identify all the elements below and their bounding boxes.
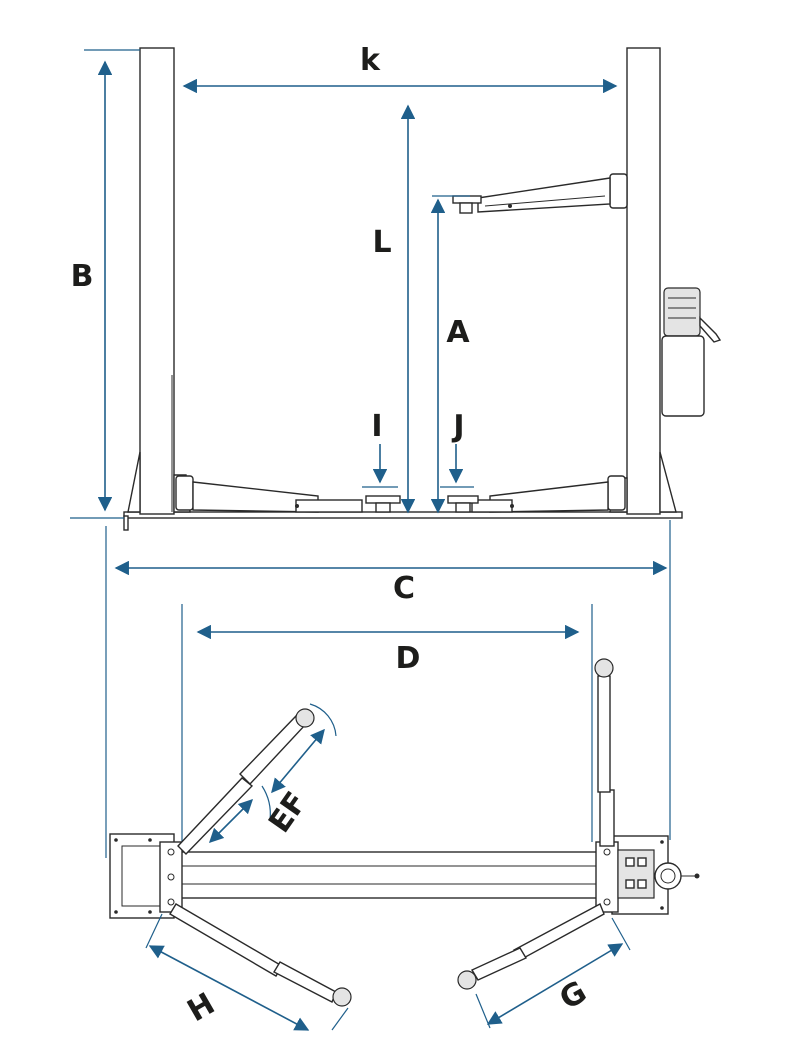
right-upper-arm-inner [599,789,615,847]
raised-arm-carriage [609,173,628,209]
label-L: L [372,225,391,260]
right-column-top [595,841,619,913]
right-arm-carriage [607,475,626,511]
label-k: k [360,43,381,78]
label-C: C [393,571,415,606]
right-lower-arm-pad [457,970,477,990]
left-lower-arm-pad [332,987,352,1007]
label-I: I [371,409,382,444]
dim-H [148,945,310,1031]
right-column [626,47,661,515]
left-arm-pad [365,495,401,504]
power-unit-top [617,849,655,899]
left-arm-pin [295,504,299,508]
label-B: B [71,259,94,294]
front-dimensions: k L B A I J [70,43,618,519]
left-arm-carriage [175,475,194,511]
front-view: k L B A I J [70,43,722,531]
h-ext-left [145,913,163,949]
right-upper-arm-pad [594,658,614,678]
label-J: J [451,409,464,444]
base-anchor [123,515,129,531]
top-right-lower-arm [457,903,605,990]
right-lower-arm-outer [470,947,528,981]
raised-arm-pin [508,204,512,208]
left-upper-arm-pad [295,708,315,728]
left-column [139,47,175,515]
power-unit-handle [699,316,722,343]
raised-arm-pad [452,195,482,204]
right-column-brace [659,451,677,513]
right-upper-arm-outer [597,675,611,793]
dim-F [271,728,325,794]
g-ext-right [611,917,631,951]
left-column-top [159,841,183,913]
dim-E [208,798,254,844]
left-arm-extension [295,499,363,513]
raised-arm-pad-stem [459,202,473,214]
top-view: C D [105,520,700,1031]
power-unit [661,287,722,417]
power-unit-motor [663,287,701,337]
left-arm-pad-stem [375,502,391,513]
right-lower-arm [447,475,626,513]
raised-arm-line [484,195,606,207]
dim-G [486,943,624,1025]
left-lower-arm [175,475,401,513]
motor-fins [668,297,696,319]
right-arm-pad-stem [455,502,471,513]
label-H: H [182,986,221,1029]
right-arm-pin [510,504,514,508]
raised-lift-arm [452,173,628,214]
cross-beam [175,851,603,899]
motor-top [654,862,682,890]
base-plate [123,511,683,519]
raised-arm-beam [477,177,611,213]
label-D: D [396,641,421,676]
cross-beam-lines [176,865,602,885]
h-ext-right [331,1007,349,1031]
power-unit-tank [661,335,705,417]
top-right-upper-arm [594,658,615,847]
ef-arc-outer [309,703,337,737]
left-column-brace [127,451,141,513]
ef-arc-inner [261,785,271,821]
g-ext-left [475,993,491,1029]
right-lower-arm-inner [513,903,605,961]
label-A: A [446,315,470,350]
label-EF: EF [262,786,314,840]
left-lower-arm-outer [273,961,337,1003]
right-arm-pad [447,495,479,504]
left-upper-arm-inner [177,777,254,855]
left-upper-arm-outer [239,715,308,786]
